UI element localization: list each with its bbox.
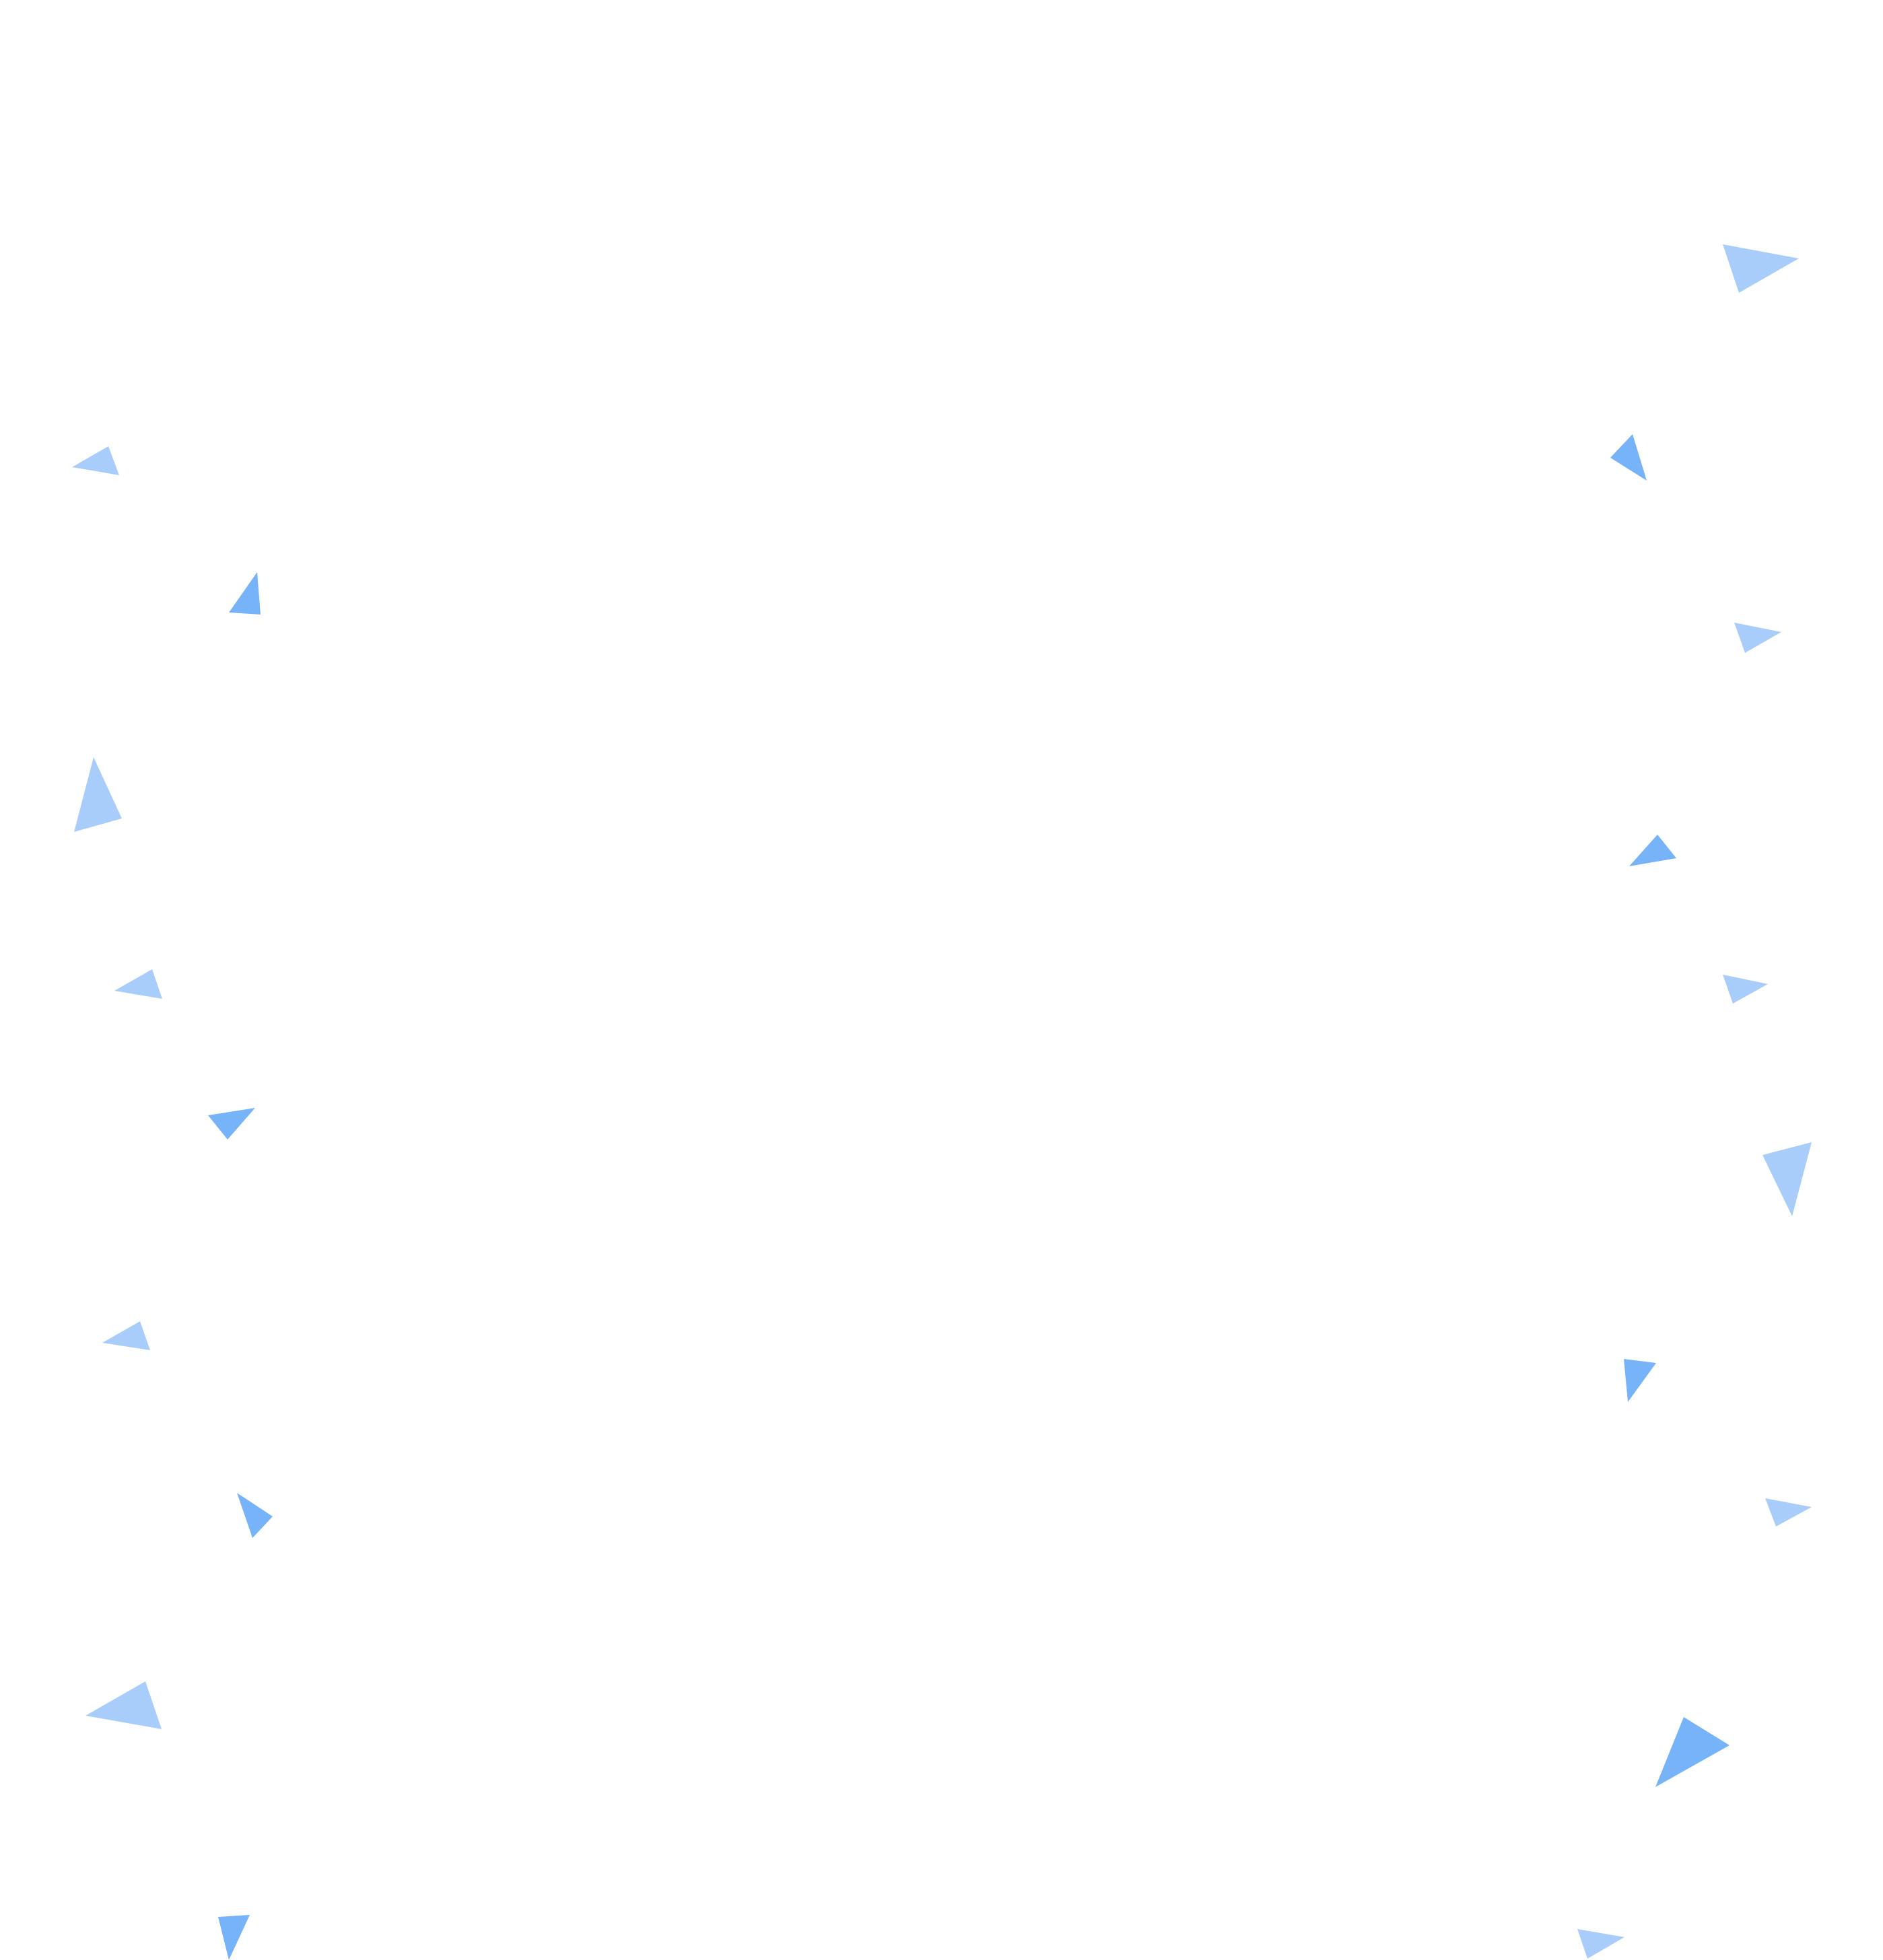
confetti-triangle — [85, 1681, 162, 1729]
confetti-triangle — [1610, 434, 1647, 481]
confetti-triangle — [1577, 1929, 1624, 1959]
confetti-triangle — [114, 969, 162, 999]
confetti-triangle — [1723, 975, 1768, 1004]
confetti-triangle — [237, 1493, 273, 1538]
confetti-triangle — [218, 1915, 250, 1960]
confetti-triangle — [1629, 835, 1676, 866]
confetti-triangle — [1762, 1142, 1812, 1216]
confetti-triangle — [1765, 1498, 1812, 1527]
confetti-triangle — [1734, 623, 1781, 653]
confetti-triangle — [1723, 244, 1799, 293]
confetti-triangle — [1624, 1359, 1656, 1402]
confetti-triangle — [72, 446, 119, 475]
confetti-triangle — [102, 1321, 150, 1350]
confetti-triangle — [208, 1108, 255, 1140]
confetti-triangle — [1655, 1717, 1730, 1787]
confetti-triangle — [74, 757, 122, 832]
confetti-triangle — [229, 572, 261, 615]
